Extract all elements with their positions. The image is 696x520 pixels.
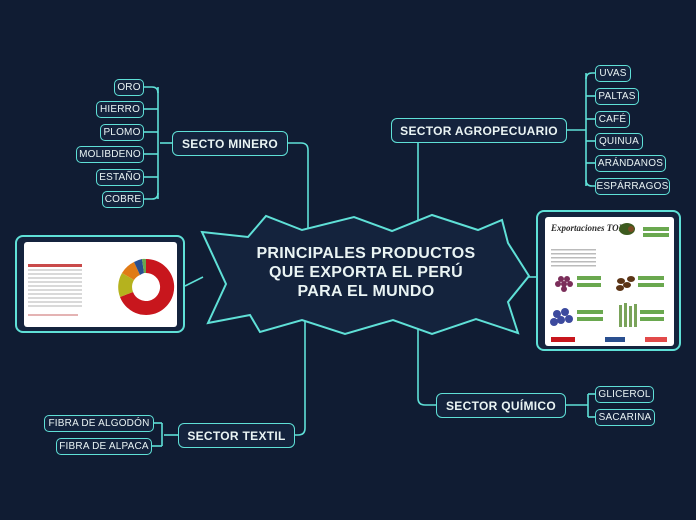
central-topic-line-2: QUE EXPORTA EL PERÚ xyxy=(236,263,496,282)
leaf-sacarina[interactable]: SACARINA xyxy=(595,409,655,426)
leaf-fibra-de-algodon[interactable]: FIBRA DE ALGODÓN xyxy=(44,415,154,432)
mining-chart-image[interactable] xyxy=(15,235,185,333)
leaf-uvas[interactable]: UVAS xyxy=(595,65,631,82)
leaf-hierro[interactable]: HIERRO xyxy=(96,101,144,118)
leaf-oro[interactable]: ORO xyxy=(114,79,144,96)
agro-infographic-thumbnail: Exportaciones TOP xyxy=(545,217,674,346)
leaf-plomo[interactable]: PLOMO xyxy=(100,124,144,141)
central-topic[interactable]: PRINCIPALES PRODUCTOS QUE EXPORTA EL PER… xyxy=(236,244,496,301)
leaf-quinua[interactable]: QUINUA xyxy=(595,133,643,150)
agro-infographic-title: Exportaciones TOP xyxy=(550,223,625,233)
branch-sector-agropecuario[interactable]: SECTOR AGROPECUARIO xyxy=(391,118,567,143)
branch-sector-quimico[interactable]: SECTOR QUÍMICO xyxy=(436,393,566,418)
leaf-molibdeno[interactable]: MOLIBDENO xyxy=(76,146,144,163)
agro-infographic-graphic: Exportaciones TOP xyxy=(545,217,674,346)
central-topic-line-1: PRINCIPALES PRODUCTOS xyxy=(236,244,496,263)
leaf-fibra-de-alpaca[interactable]: FIBRA DE ALPACA xyxy=(56,438,152,455)
central-topic-line-3: PARA EL MUNDO xyxy=(236,282,496,301)
leaf-esparragos[interactable]: ESPÁRRAGOS xyxy=(595,178,670,195)
mining-chart-thumbnail xyxy=(24,242,177,327)
leaf-cafe[interactable]: CAFÉ xyxy=(595,111,630,128)
branch-sector-minero[interactable]: SECTO MINERO xyxy=(172,131,288,156)
branch-sector-textil[interactable]: SECTOR TEXTIL xyxy=(178,423,295,448)
leaf-paltas[interactable]: PALTAS xyxy=(595,88,639,105)
leaf-glicerol[interactable]: GLICEROL xyxy=(595,386,654,403)
leaf-estano[interactable]: ESTAÑO xyxy=(96,169,144,186)
leaf-cobre[interactable]: COBRE xyxy=(102,191,144,208)
leaf-arandanos[interactable]: ARÁNDANOS xyxy=(595,155,666,172)
mining-chart-graphic xyxy=(24,242,177,327)
agro-infographic-image[interactable]: Exportaciones TOP xyxy=(536,210,681,351)
